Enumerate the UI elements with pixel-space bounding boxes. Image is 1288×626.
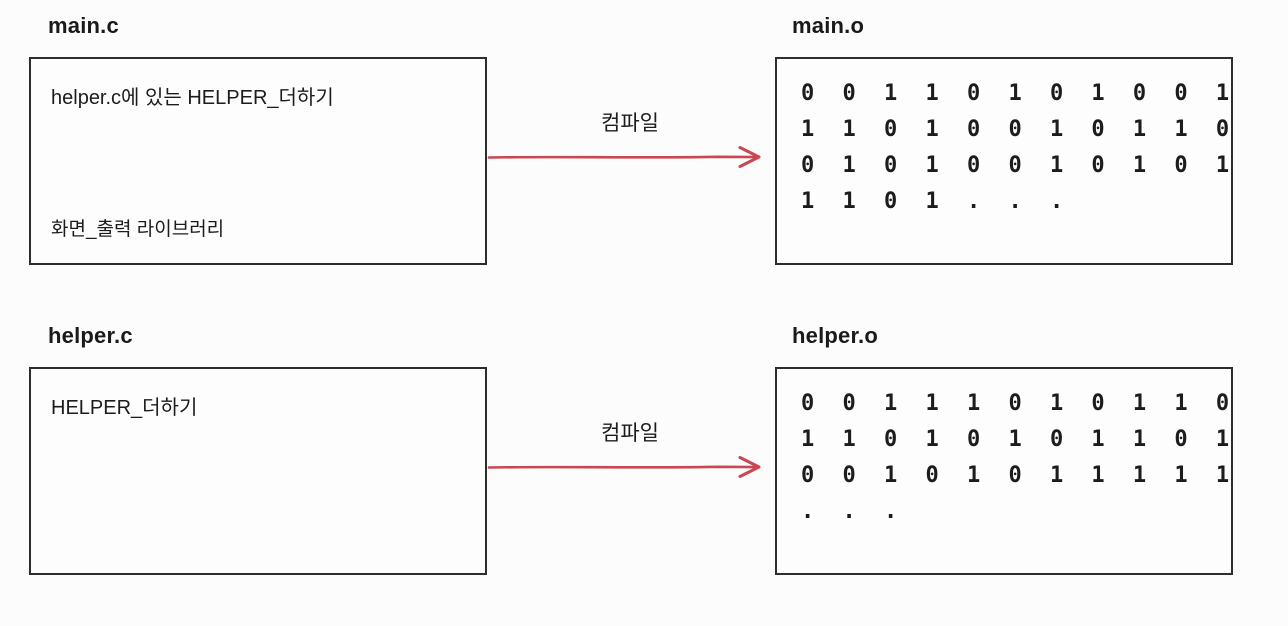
object-box-helper-o: 0 0 1 1 1 0 1 0 1 1 0 1 1 0 1 0 1 0 1 1 …	[775, 367, 1233, 575]
source-line-print-library: 화면_출력 라이브러리	[51, 219, 225, 240]
object-file-title-main-o: main.o	[792, 13, 865, 38]
binary-content: 0 0 1 1 0 1 0 1 0 0 1 1 1 0 1 0 0 1 0 1 …	[801, 76, 1237, 220]
binary-row: 0 0 1 0 1 0 1 1 1 1 1	[801, 463, 1237, 488]
source-file-title-main-c: main.c	[48, 13, 119, 38]
compile-arrow-label: 컴파일	[601, 112, 659, 135]
compile-arrow-icon	[487, 144, 774, 170]
binary-row: 0 0 1 1 0 1 0 1 0 0 1	[801, 81, 1237, 106]
compile-arrow-label: 컴파일	[601, 422, 659, 445]
binary-row: 1 1 0 1 0 1 0 1 1 0 1	[801, 427, 1237, 452]
binary-row: . . .	[801, 499, 905, 524]
source-box-main-c: helper.c에 있는 HELPER_더하기 화면_출력 라이브러리	[29, 57, 487, 265]
object-box-main-o: 0 0 1 1 0 1 0 1 0 0 1 1 1 0 1 0 0 1 0 1 …	[775, 57, 1233, 265]
object-file-title-helper-o: helper.o	[792, 323, 878, 348]
binary-content: 0 0 1 1 1 0 1 0 1 1 0 1 1 0 1 0 1 0 1 1 …	[801, 386, 1237, 530]
source-line-helper-reference: helper.c에 있는 HELPER_더하기	[51, 87, 334, 109]
binary-row: 1 1 0 1 0 0 1 0 1 1 0	[801, 117, 1237, 142]
source-line-helper-function: HELPER_더하기	[51, 397, 198, 419]
binary-row: 0 1 0 1 0 0 1 0 1 0 1	[801, 153, 1237, 178]
source-file-title-helper-c: helper.c	[48, 323, 133, 348]
source-box-helper-c: HELPER_더하기	[29, 367, 487, 575]
compile-arrow-icon	[487, 454, 774, 480]
binary-row: 1 1 0 1 . . .	[801, 189, 1071, 214]
binary-row: 0 0 1 1 1 0 1 0 1 1 0	[801, 391, 1237, 416]
